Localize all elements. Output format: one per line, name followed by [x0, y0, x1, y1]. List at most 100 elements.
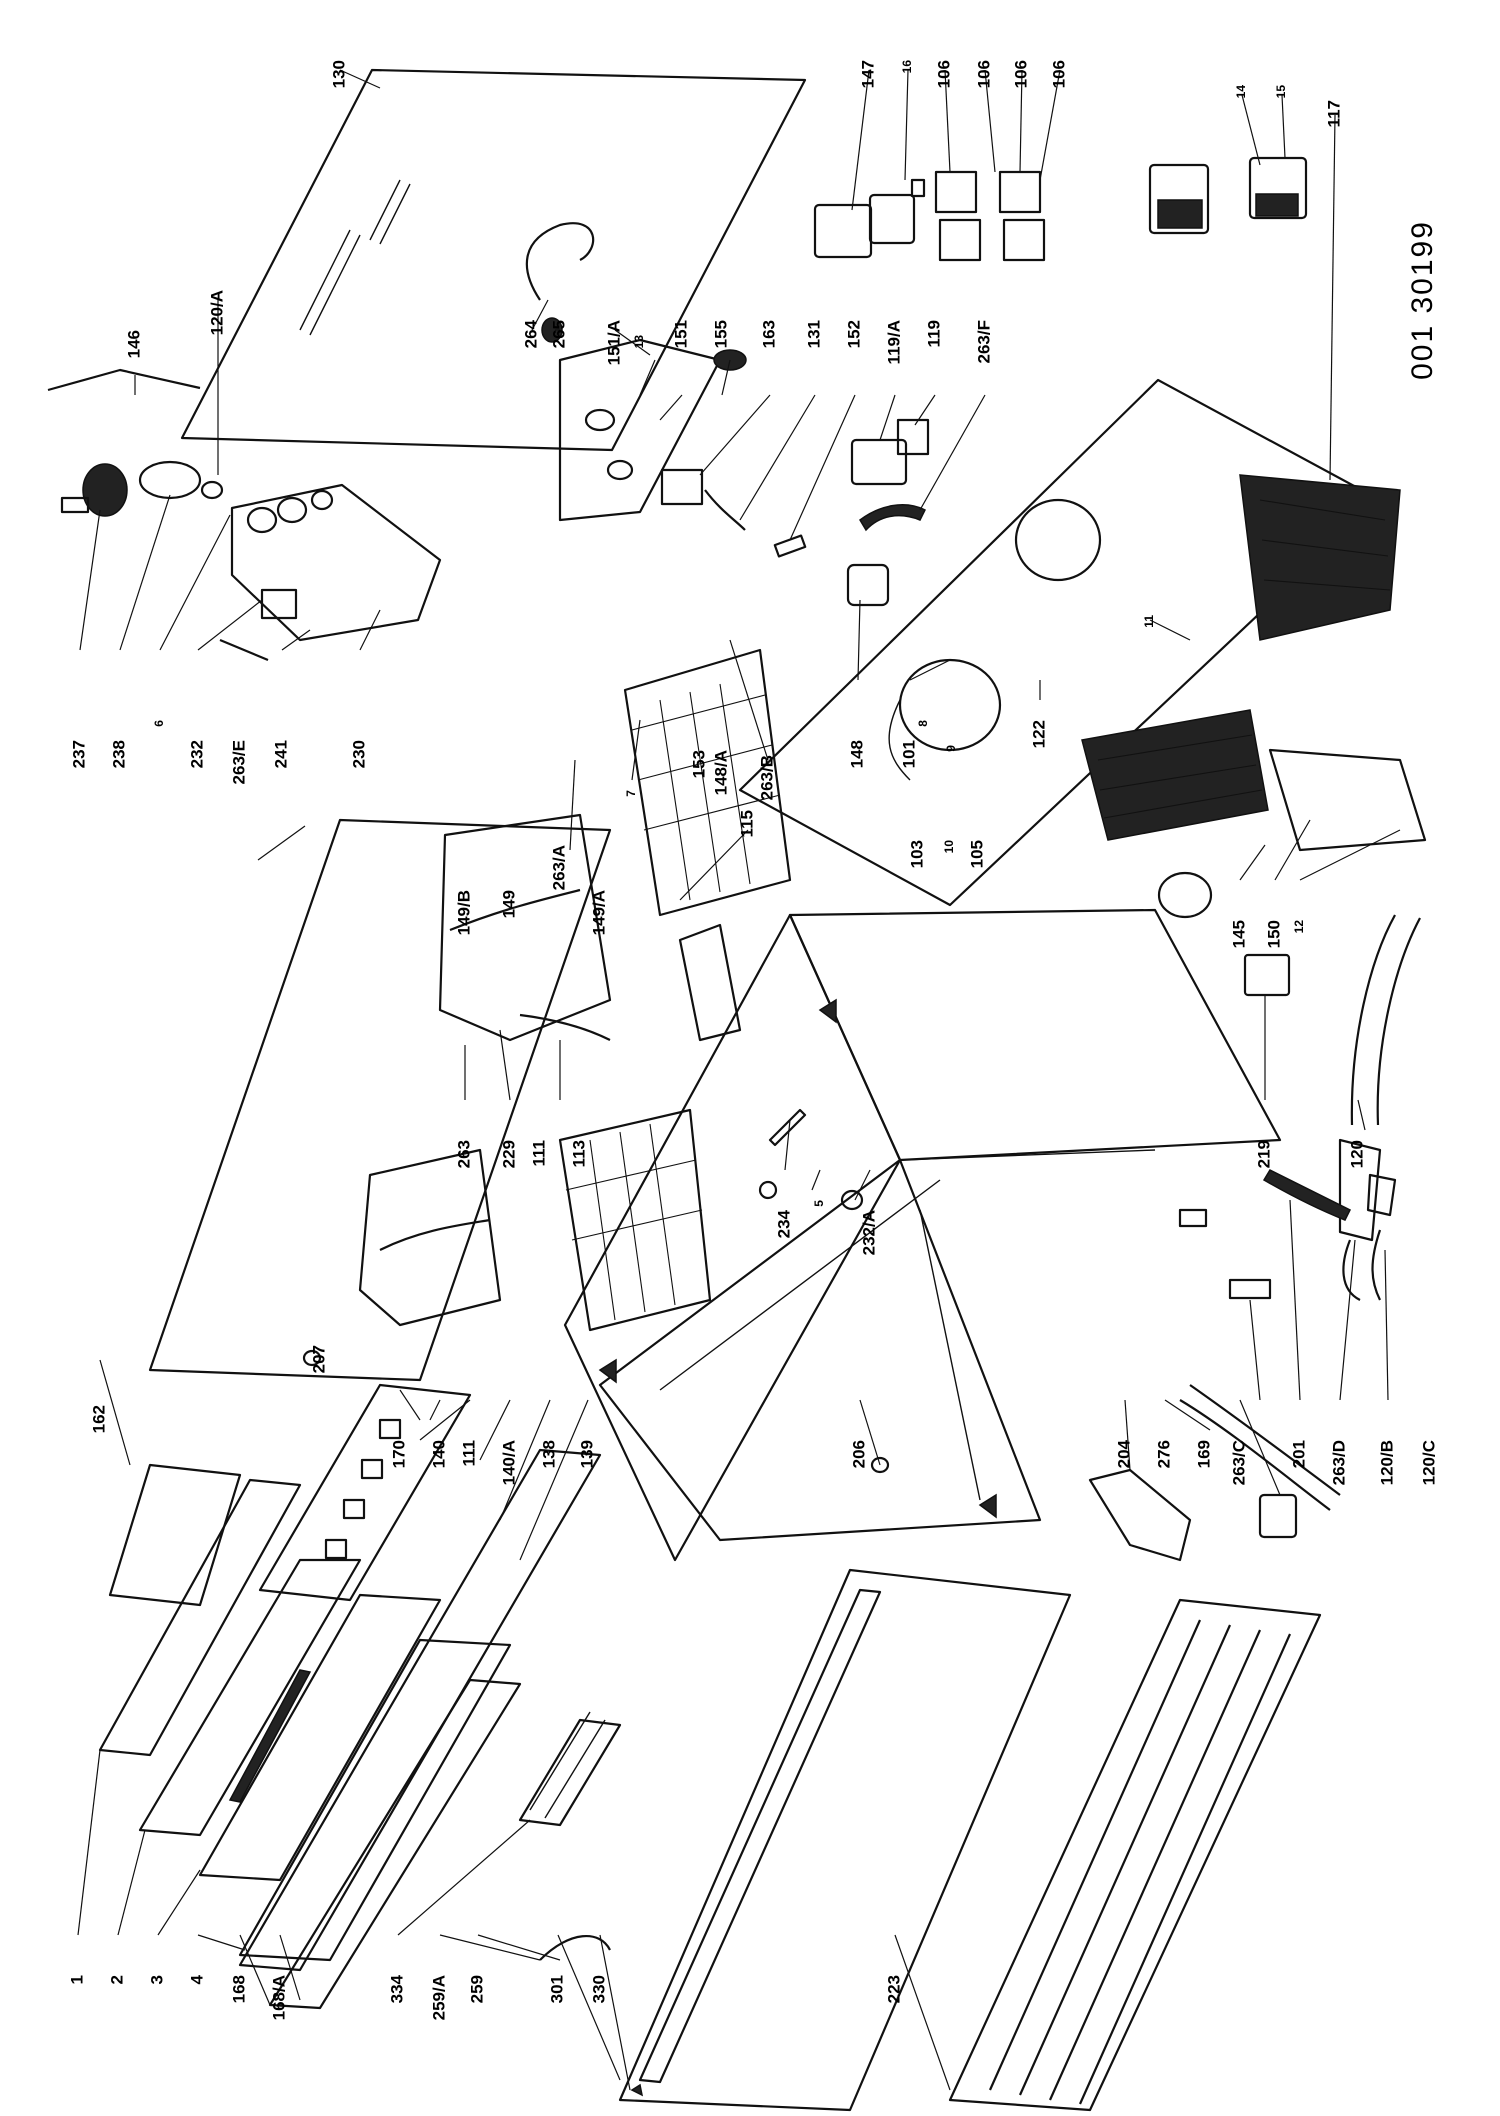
- drawing-code: 001 30199: [1406, 220, 1439, 380]
- part-label-149: 149: [499, 890, 518, 918]
- part-230-top-panel: [148, 818, 612, 1382]
- part-label-106d: 106: [1049, 60, 1068, 88]
- leader-lines: [77, 69, 1401, 2091]
- part-101-compressor: [846, 498, 1102, 781]
- part-label-105: 105: [967, 840, 986, 868]
- part-evaporator-coil: [1081, 709, 1269, 841]
- part-334-handle: [518, 1711, 622, 1827]
- part-label-147: 147: [858, 60, 877, 88]
- part-label-207: 207: [309, 1345, 328, 1373]
- part-label-119a: 119/A: [884, 320, 903, 364]
- part-label-115: 115: [737, 810, 756, 837]
- part-14-15-filters: [1148, 156, 1308, 235]
- part-label-139: 139: [577, 1440, 596, 1468]
- part-label-106a: 106: [934, 60, 953, 88]
- part-label-11: 11: [1142, 615, 1156, 628]
- part-label-10: 10: [942, 840, 956, 854]
- part-label-169: 169: [1194, 1440, 1213, 1468]
- part-147-106-relays: [813, 170, 1046, 262]
- part-label-150: 150: [1264, 920, 1283, 948]
- part-label-9: 9: [944, 745, 958, 752]
- part-label-334: 334: [387, 1974, 406, 2003]
- part-label-2: 2: [107, 1975, 126, 1984]
- part-label-16: 16: [900, 60, 914, 74]
- part-label-263e: 263/E: [229, 740, 248, 784]
- part-label-5: 5: [812, 1200, 826, 1207]
- part-label-120c: 120/C: [1419, 1440, 1438, 1485]
- part-170-control-panel: [258, 1383, 472, 1602]
- part-label-155: 155: [711, 320, 730, 348]
- part-drawings: [47, 68, 1427, 2112]
- part-label-276: 276: [1154, 1440, 1173, 1468]
- part-label-119: 119: [924, 320, 943, 347]
- part-131-thermostat: [660, 468, 807, 558]
- part-276-scoop: [1088, 1208, 1341, 1562]
- part-119-relay: [850, 418, 930, 532]
- part-label-146: 146: [124, 330, 143, 358]
- part-label-14: 14: [1234, 85, 1248, 99]
- part-label-153: 153: [689, 750, 708, 778]
- part-120-hose: [1338, 914, 1421, 1301]
- part-label-101: 101: [899, 740, 918, 768]
- part-label-241: 241: [271, 740, 290, 768]
- part-label-223: 223: [884, 1975, 903, 2003]
- part-241-control-box: [219, 483, 442, 662]
- part-label-234: 234: [774, 1209, 793, 1238]
- part-label-151: 151: [671, 320, 690, 348]
- part-146-knob-assembly: [47, 368, 224, 517]
- part-label-232: 232: [187, 740, 206, 768]
- part-label-106c: 106: [1011, 60, 1030, 88]
- part-label-149a: 149/A: [589, 890, 608, 935]
- part-label-263c: 263/C: [1229, 1440, 1248, 1485]
- part-label-120a: 120/A: [207, 290, 226, 335]
- part-label-130: 130: [329, 60, 348, 88]
- part-label-265: 265: [549, 320, 568, 348]
- part-219-bracket: [1243, 953, 1291, 997]
- part-label-238: 238: [109, 740, 128, 768]
- part-label-263: 263: [454, 1140, 473, 1168]
- part-label-206: 206: [849, 1440, 868, 1468]
- part-label-301: 301: [547, 1975, 566, 2003]
- part-223-louvre-grille: [948, 1598, 1322, 2112]
- part-115-grille-shelf: [623, 648, 792, 1042]
- part-label-259a: 259/A: [429, 1975, 448, 2020]
- part-label-151a: 151/A: [604, 320, 623, 365]
- part-grille-shelf-lower: [558, 1108, 712, 1332]
- part-label-330: 330: [589, 1975, 608, 2003]
- part-label-4: 4: [187, 1974, 206, 1984]
- part-150-fan: [1157, 748, 1427, 919]
- part-label-263f: 263/F: [974, 320, 993, 363]
- part-label-122: 122: [1029, 720, 1048, 748]
- part-label-163: 163: [759, 320, 778, 348]
- part-label-113: 113: [569, 1140, 588, 1167]
- part-label-1: 1: [67, 1975, 86, 1984]
- part-label-263a: 263/A: [549, 845, 568, 890]
- part-label-229: 229: [499, 1140, 518, 1168]
- part-label-263d: 263/D: [1329, 1440, 1348, 1485]
- part-label-6: 6: [152, 720, 166, 727]
- part-117-condenser: [1239, 474, 1401, 641]
- part-label-168: 168: [229, 1975, 248, 2003]
- part-label-204: 204: [1114, 1439, 1133, 1468]
- part-264-hose: [525, 222, 747, 522]
- part-162-bracket: [108, 1463, 242, 1607]
- part-label-131: 131: [804, 320, 823, 348]
- part-130-rear-panel: [180, 68, 807, 452]
- part-label-237: 237: [69, 740, 88, 768]
- part-label-148: 148: [847, 740, 866, 768]
- part-label-3: 3: [147, 1975, 166, 1984]
- part-small-fasteners: [302, 1108, 890, 1474]
- part-front-panels: [98, 1478, 522, 2010]
- part-cabinet-body: [563, 908, 1282, 1562]
- part-120B-fitting: [1262, 1169, 1397, 1301]
- part-label-201: 201: [1289, 1440, 1308, 1468]
- part-label-149b: 149/B: [454, 890, 473, 935]
- part-label-111b: 111: [459, 1440, 478, 1467]
- part-label-12: 12: [1292, 920, 1306, 934]
- part-label-263b: 263/B: [757, 755, 776, 800]
- part-compressor-base: [738, 378, 1382, 907]
- part-label-13: 13: [632, 335, 646, 349]
- part-label-8: 8: [916, 720, 930, 727]
